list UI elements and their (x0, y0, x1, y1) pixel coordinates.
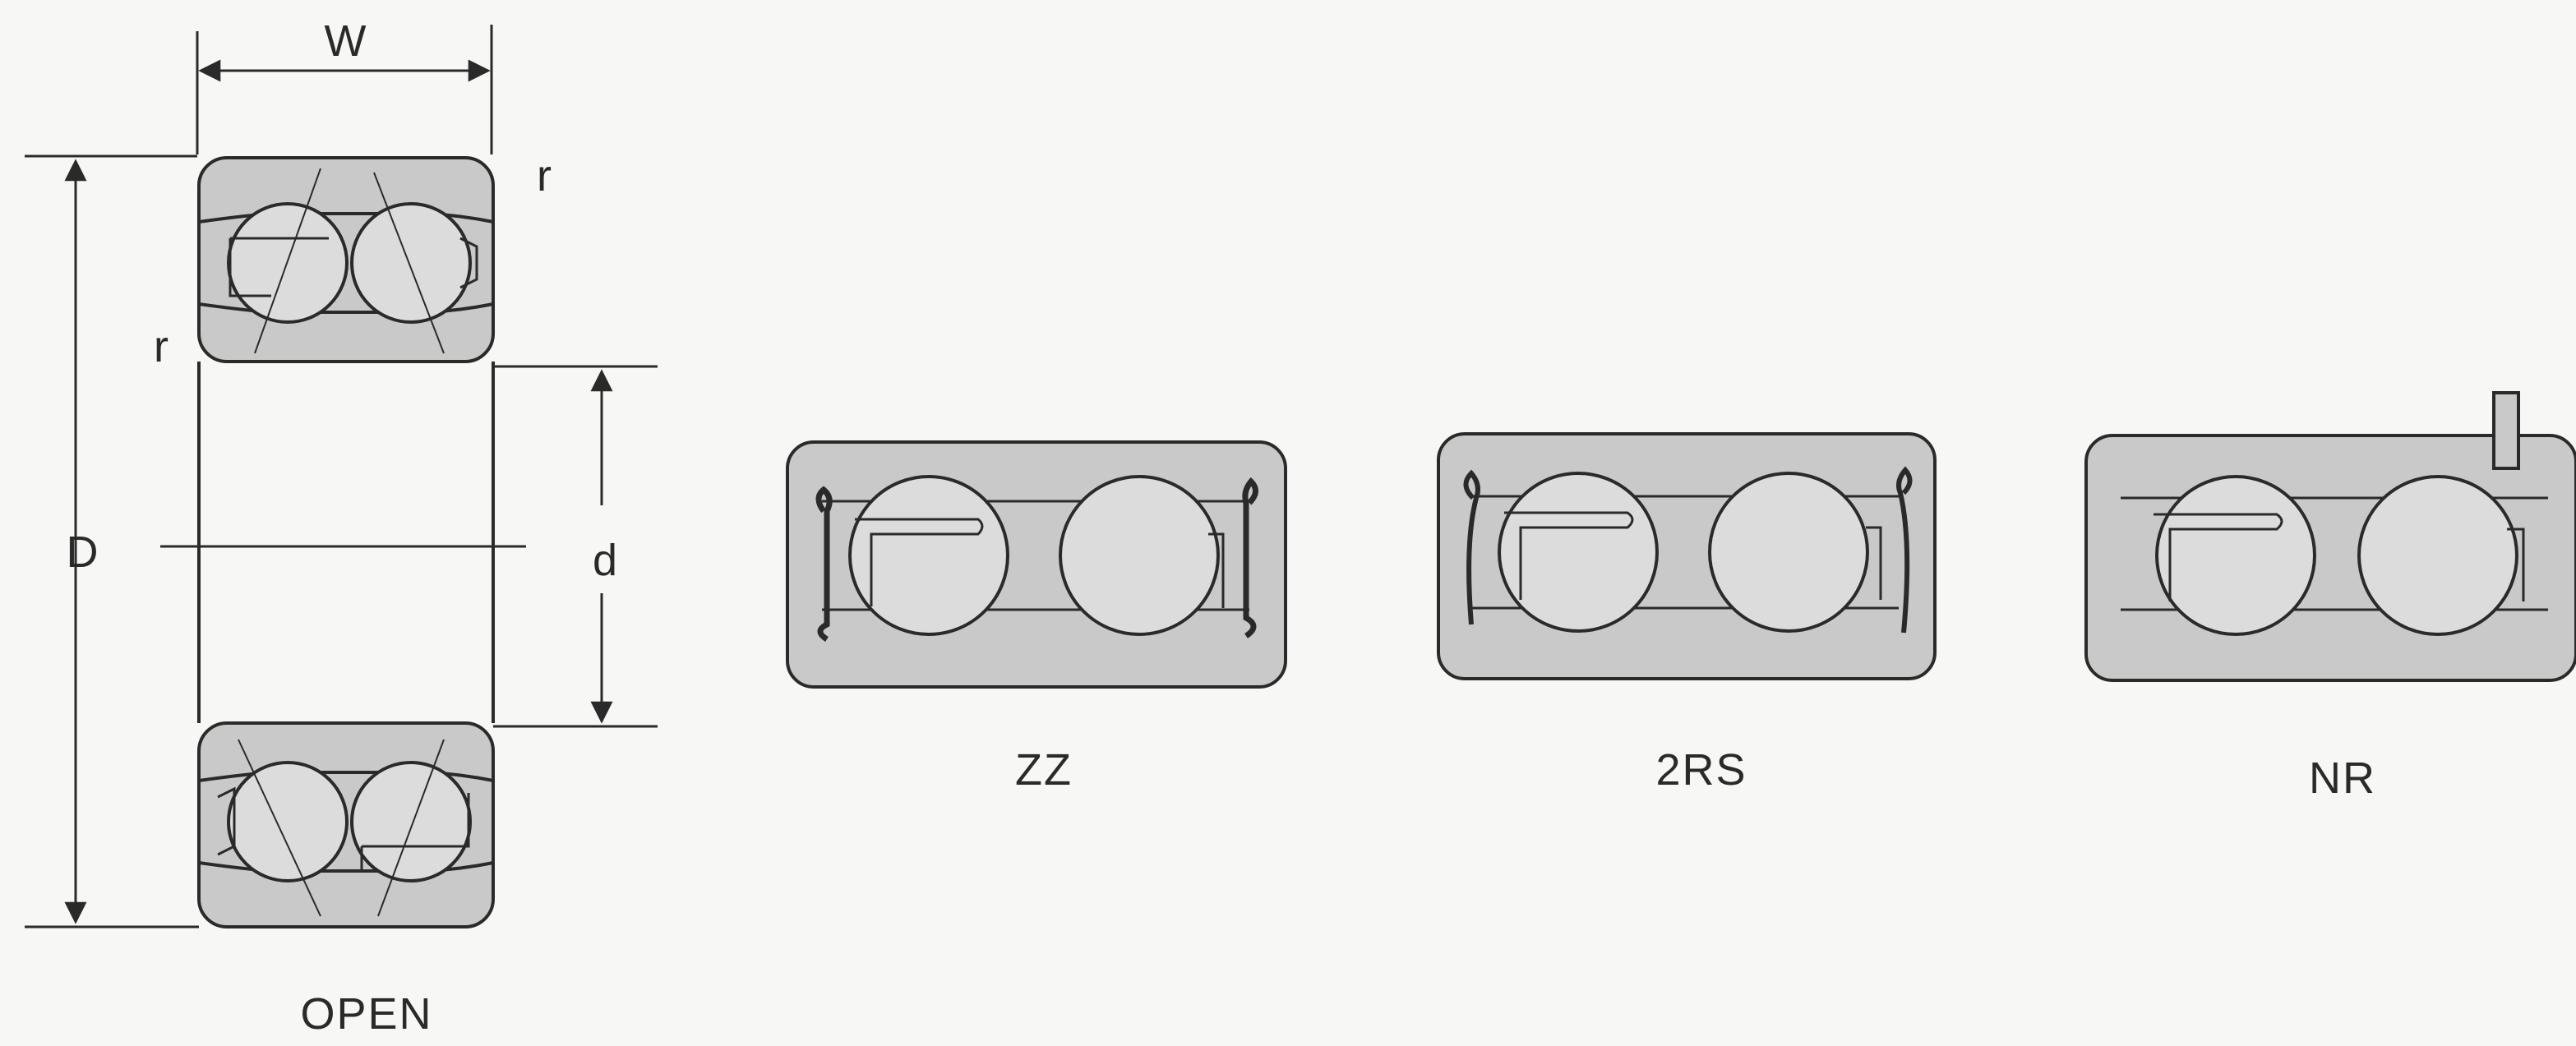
zz-bearing (786, 440, 1287, 689)
caption-open: OPEN (300, 989, 432, 1039)
radius-label-left: r (154, 322, 169, 371)
caption-zz: ZZ (1015, 745, 1073, 795)
radius-label-top: r (537, 151, 552, 200)
2rs-bearing (1437, 432, 1937, 680)
width-label: W (325, 16, 367, 66)
outer-diameter-label: D (67, 528, 99, 577)
caption-2rs: 2RS (1655, 745, 1747, 795)
caption-nr: NR (2309, 753, 2376, 803)
open-top-section (197, 156, 495, 363)
open-bearing (25, 25, 658, 928)
snap-ring (2492, 391, 2520, 470)
open-bottom-section (197, 721, 495, 928)
bore-diameter-label: d (593, 536, 617, 585)
nr-bearing (2084, 391, 2576, 682)
